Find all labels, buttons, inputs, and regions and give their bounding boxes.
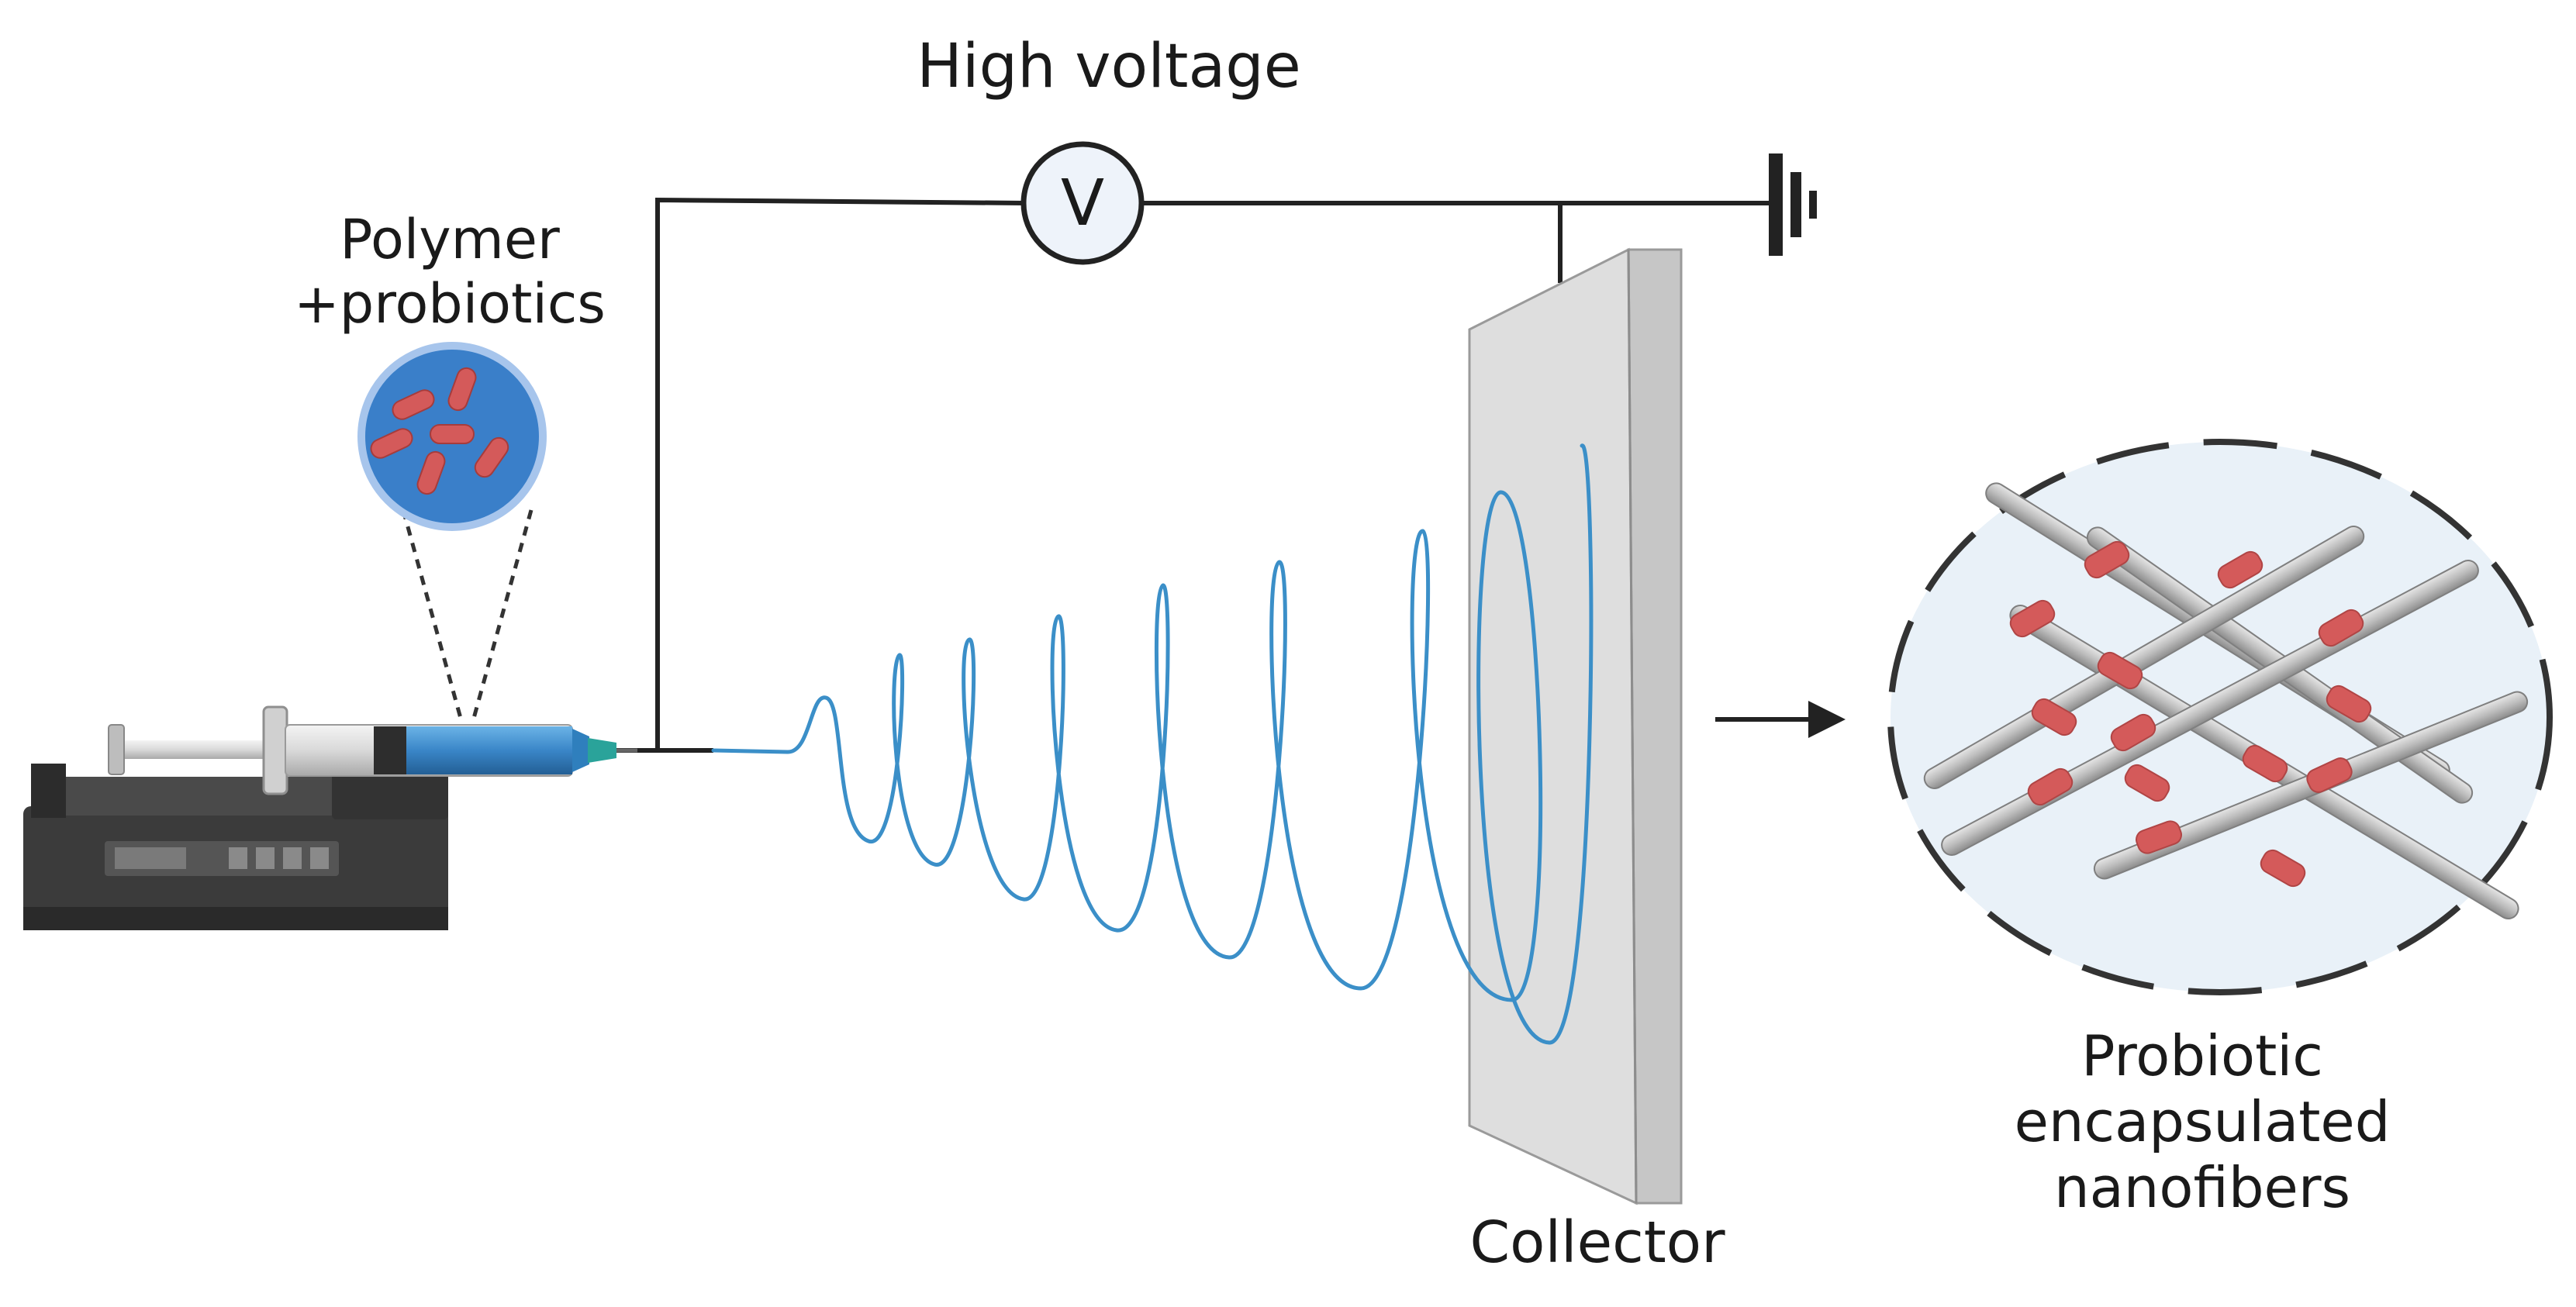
syringe-tip (572, 729, 589, 772)
collector-side (1627, 248, 1683, 1205)
voltmeter-icon: V (1020, 141, 1145, 265)
left-wire (655, 197, 1026, 748)
product-label-line1: Probiotic (2081, 1023, 2323, 1088)
syringe-flange (262, 705, 288, 795)
right-arrow-icon (1715, 701, 1846, 738)
plunger-rod (116, 740, 271, 759)
plunger-thumb (108, 724, 125, 775)
encapsulated-probiotics (2009, 540, 2372, 888)
bacteria-cells (370, 367, 509, 495)
collector-face (1468, 247, 1638, 1205)
polymer-label-line1: Polymer (340, 208, 560, 271)
syringe-pump-icon (23, 705, 637, 930)
high-voltage-label: High voltage (917, 32, 1301, 102)
probiotic-solution-circle (357, 342, 547, 531)
nanofibers-label: Probiotic encapsulated nanofibers (1970, 1023, 2435, 1221)
ground-symbol-icon (1769, 153, 1817, 256)
collector-label: Collector (1469, 1209, 1725, 1276)
polymer-probiotics-label: Polymer +probiotics (233, 208, 667, 336)
nanofiber-mesh (1887, 439, 2553, 995)
polymer-label-line2: +probiotics (294, 271, 606, 336)
fiber-jet (711, 443, 1594, 1045)
needle-hub (588, 738, 616, 763)
mesh-background (1887, 439, 2553, 995)
syringe-fluid (406, 726, 572, 774)
product-label-line2: encapsulated (2014, 1088, 2391, 1154)
zoom-lines (401, 509, 534, 722)
voltmeter-symbol: V (1061, 167, 1104, 240)
product-label-line3: nanofibers (2054, 1154, 2350, 1220)
collector-plate (1468, 247, 1683, 1205)
